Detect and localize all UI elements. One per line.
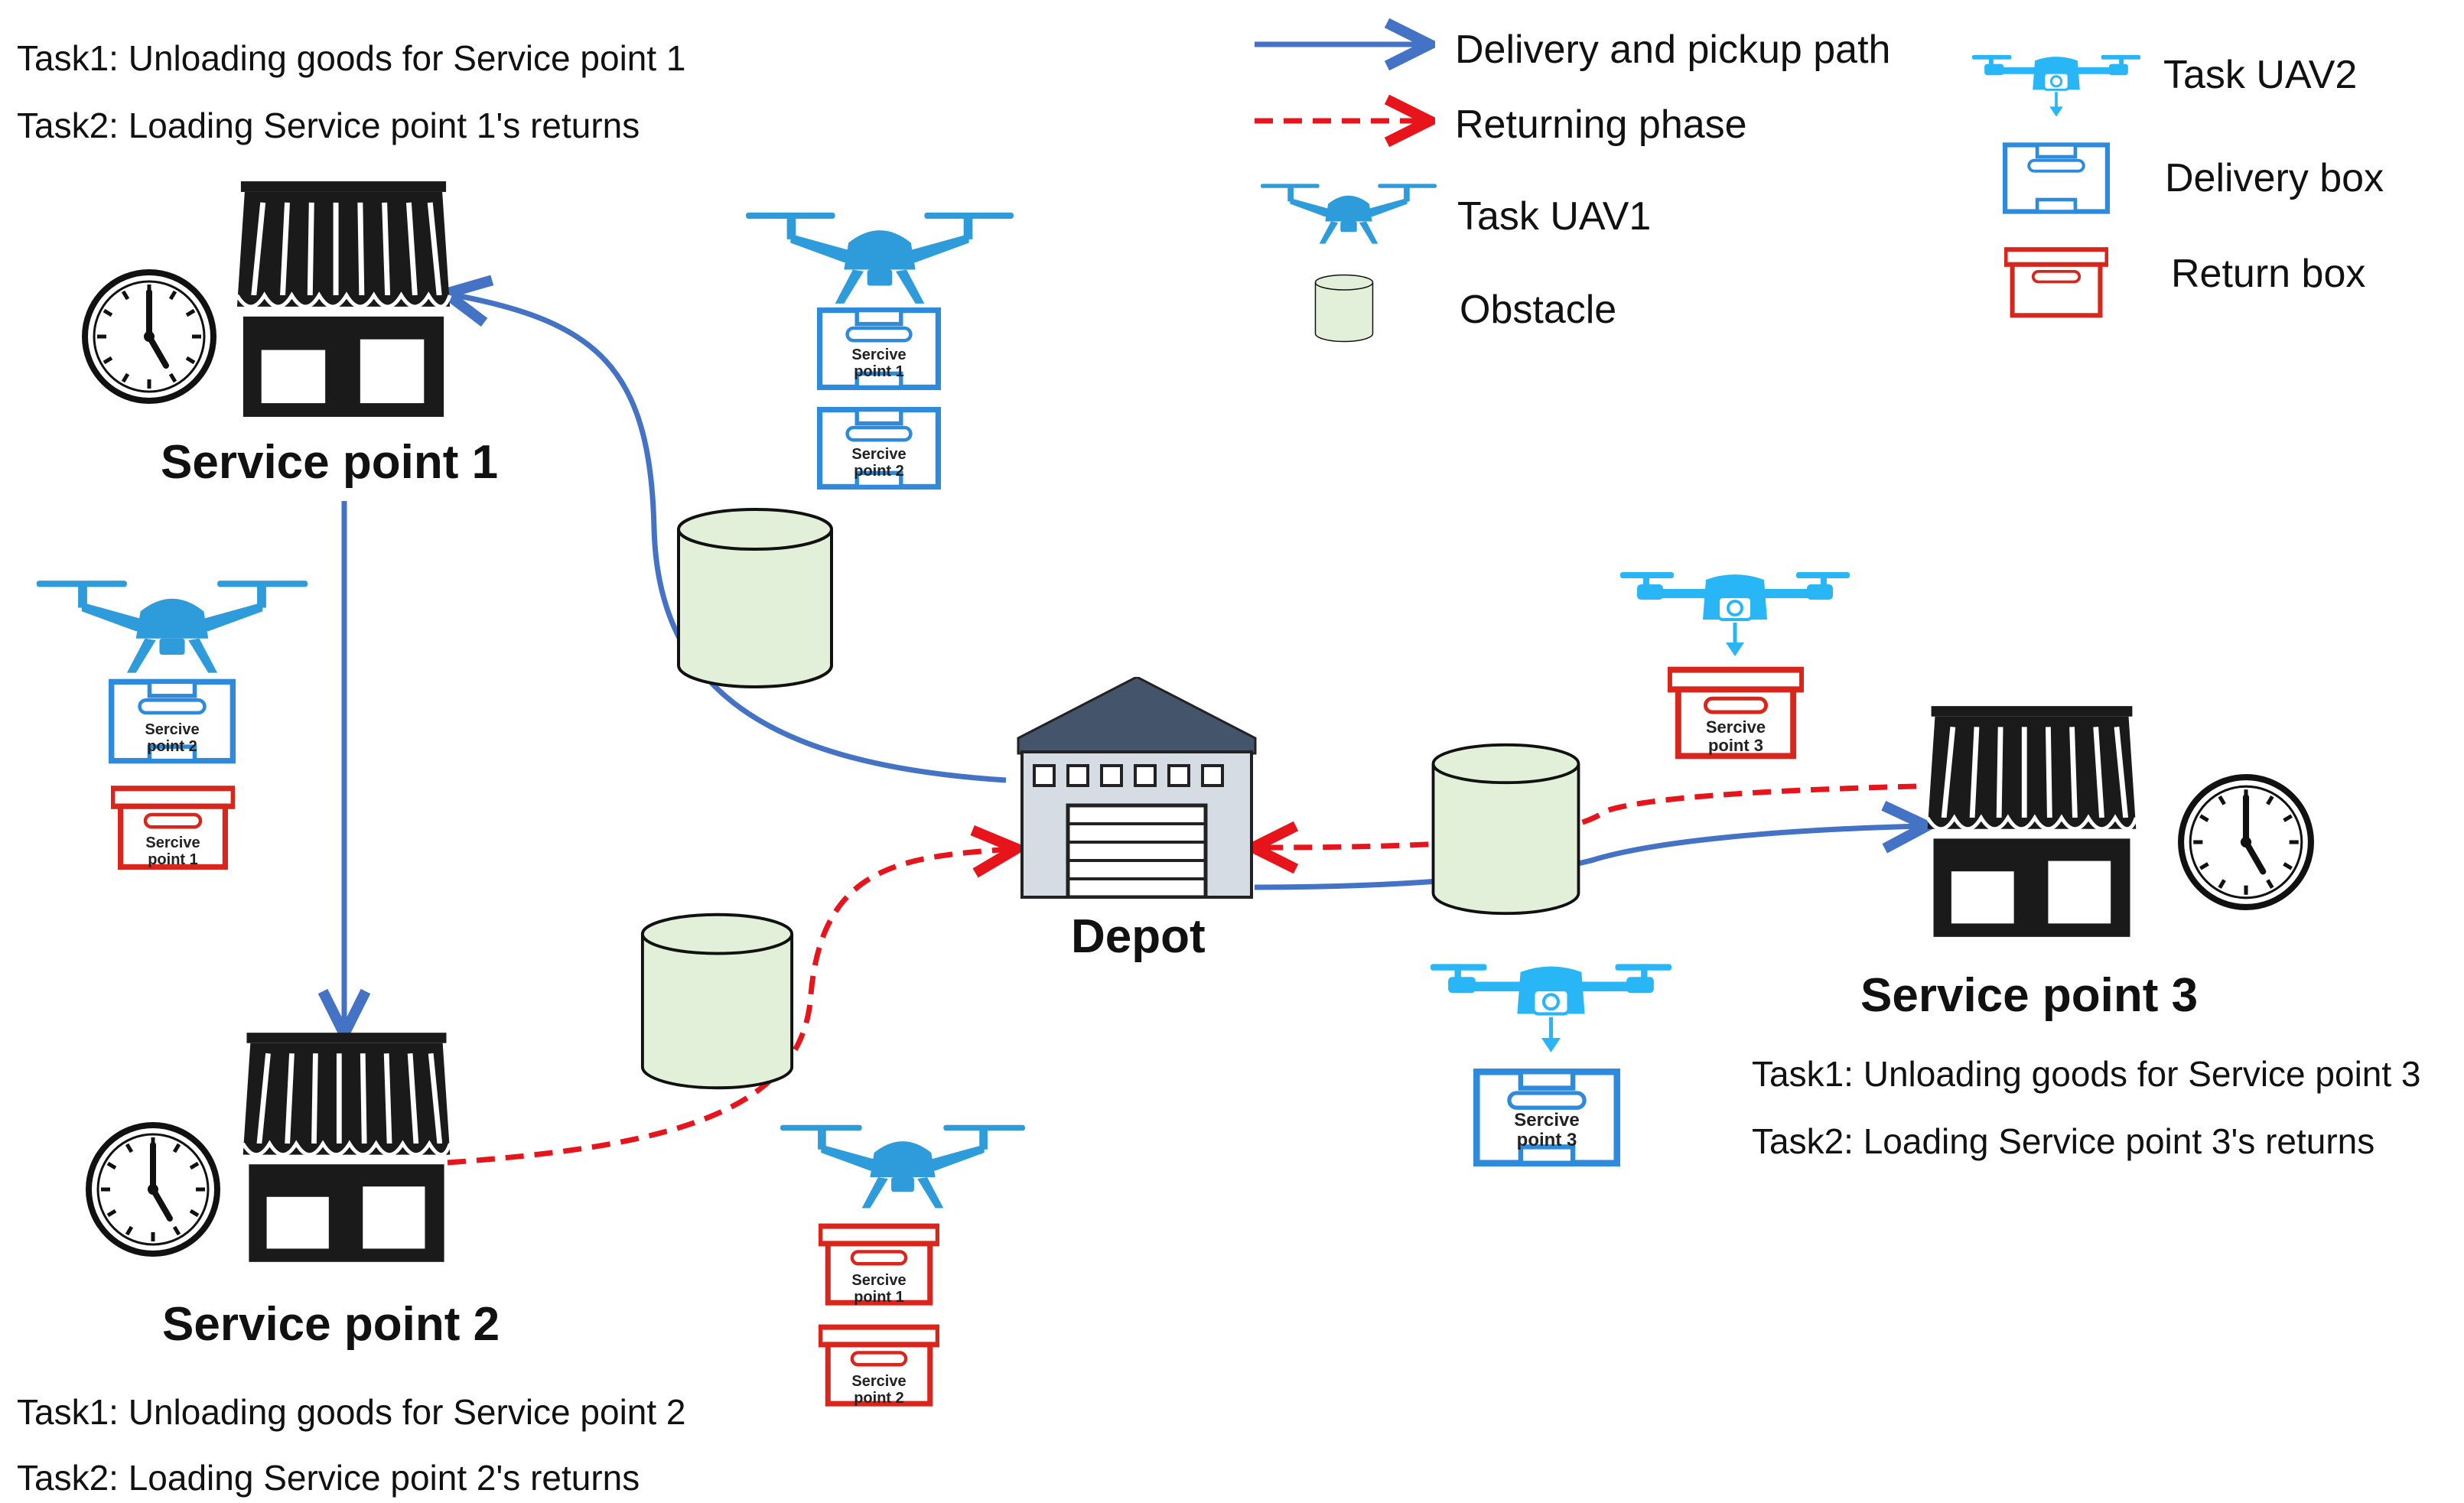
sp1-title: Service point 1 bbox=[161, 436, 498, 489]
sp2-title: Service point 2 bbox=[162, 1298, 500, 1351]
box-point: point 3 bbox=[1708, 736, 1763, 755]
camera-drone-icon bbox=[1620, 572, 1850, 656]
cylinder-icon bbox=[1314, 274, 1374, 343]
service-point-3: Service point 3 Task1: Unloading goods f… bbox=[1752, 706, 2421, 1161]
obstacle-cylinder-1 bbox=[677, 508, 833, 688]
camera-drone-icon bbox=[1431, 964, 1671, 1052]
box-word: Sercive bbox=[851, 1373, 906, 1390]
sp3-task2: Task2: Loading Service point 3's returns bbox=[1752, 1121, 2374, 1161]
sp3-title: Service point 3 bbox=[1860, 969, 2198, 1022]
quadcopter-drone-icon bbox=[1261, 184, 1437, 244]
service-point-1: Task1: Unloading goods for Service point… bbox=[17, 38, 686, 489]
box-point: point 2 bbox=[854, 463, 904, 480]
path-sp3-to-depot bbox=[1258, 783, 1917, 847]
box-word: Sercive bbox=[145, 834, 200, 851]
storefront-awning-icon bbox=[237, 181, 450, 417]
legend-delivery-box-label: Delivery box bbox=[2165, 156, 2384, 200]
uav1-sp1-to-sp2-group: Sercive point 2 Sercive point 1 bbox=[36, 581, 308, 868]
quadcopter-drone-icon bbox=[780, 1124, 1025, 1209]
legend-uav2-label: Task UAV2 bbox=[2163, 53, 2357, 97]
obstacle-cylinder-3 bbox=[1431, 743, 1580, 916]
uav2-delivery-group: Sercive point 3 bbox=[1431, 964, 1671, 1163]
path-depot-to-sp3 bbox=[1254, 826, 1922, 890]
box-point: point 1 bbox=[148, 851, 198, 868]
box-point: point 2 bbox=[854, 1390, 904, 1407]
legend-returning-label: Returning phase bbox=[1455, 102, 1747, 147]
quadcopter-drone-icon bbox=[746, 212, 1014, 304]
box-word: Sercive bbox=[851, 446, 906, 463]
uav1-sp1-delivery-group: Sercive point 1 Sercive point 2 bbox=[746, 212, 1014, 487]
clock-icon bbox=[85, 272, 213, 401]
legend-uav1-label: Task UAV1 bbox=[1457, 194, 1651, 239]
legend-delivery-path-label: Delivery and pickup path bbox=[1455, 28, 1890, 72]
box-word: Sercive bbox=[851, 1272, 906, 1289]
path-depot-to-sp1 bbox=[451, 294, 1007, 783]
sp2-task2: Task2: Loading Service point 2's returns bbox=[17, 1458, 640, 1498]
legend: Delivery and pickup path Returning phase… bbox=[1255, 28, 2384, 343]
sp1-task1: Task1: Unloading goods for Service point… bbox=[17, 38, 686, 78]
uav2-return-group: Sercive point 3 bbox=[1620, 572, 1850, 756]
service-point-2: Service point 2 Task1: Unloading goods f… bbox=[17, 1033, 686, 1498]
storefront-awning-icon bbox=[243, 1033, 451, 1262]
legend-obstacle-label: Obstacle bbox=[1460, 288, 1616, 332]
box-word: Sercive bbox=[851, 346, 906, 363]
storefront-awning-icon bbox=[1928, 706, 2137, 937]
delivery-box-icon bbox=[2005, 145, 2108, 211]
box-word: Sercive bbox=[1706, 717, 1766, 737]
warehouse-icon bbox=[1018, 677, 1255, 897]
box-point: point 2 bbox=[147, 738, 197, 755]
depot-label: Depot bbox=[1071, 910, 1206, 963]
quadcopter-drone-icon bbox=[36, 581, 308, 673]
sp3-task1: Task1: Unloading goods for Service point… bbox=[1752, 1054, 2421, 1094]
return-box-icon bbox=[2006, 249, 2108, 315]
uav1-return-group: Sercive point 1 Sercive point 2 bbox=[780, 1124, 1025, 1407]
camera-drone-icon bbox=[1972, 55, 2140, 117]
obstacle-cylinder-2 bbox=[640, 913, 794, 1090]
path-sp2-to-depot bbox=[447, 849, 1011, 1166]
box-point: point 3 bbox=[1517, 1130, 1577, 1150]
sp1-task2: Task2: Loading Service point 1's returns bbox=[17, 106, 640, 145]
sp2-task1: Task1: Unloading goods for Service point… bbox=[17, 1392, 686, 1432]
box-point: point 1 bbox=[854, 1289, 904, 1306]
clock-icon bbox=[2181, 777, 2311, 907]
box-word: Sercive bbox=[1514, 1110, 1579, 1131]
box-word: Sercive bbox=[145, 721, 199, 738]
depot: Depot bbox=[1018, 677, 1255, 963]
legend-return-box-label: Return box bbox=[2171, 252, 2365, 296]
box-point: point 1 bbox=[854, 363, 904, 380]
clock-icon bbox=[89, 1125, 217, 1254]
